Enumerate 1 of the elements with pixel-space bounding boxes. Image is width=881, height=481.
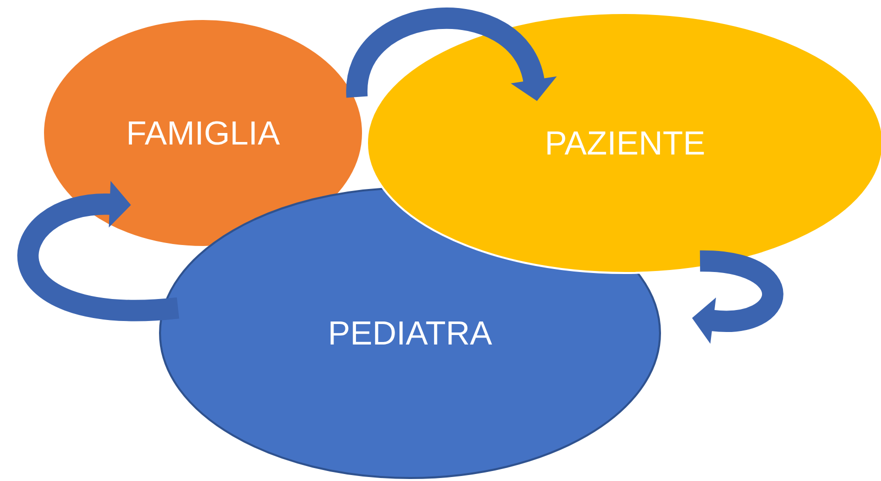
curved-arrow [18,180,179,322]
